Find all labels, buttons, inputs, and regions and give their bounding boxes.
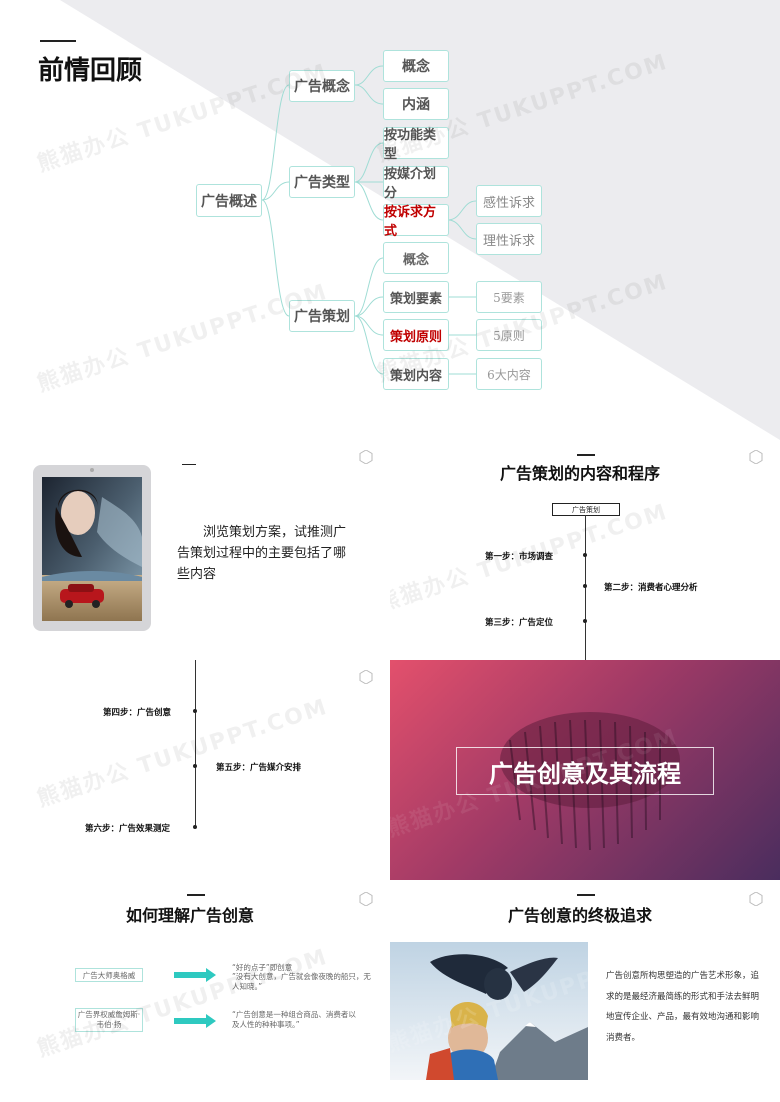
title-accent-bar [577,454,595,456]
node-5-elements[interactable]: 5要素 [476,281,542,313]
title-frame [456,747,714,795]
node-concept[interactable]: 概念 [383,50,449,82]
node-6-contents[interactable]: 6大内容 [476,358,542,390]
step-1: 第一步：市场调查 [485,552,554,562]
node-planning-principles[interactable]: 策划原则 [383,319,449,351]
timeline-dot [193,825,197,829]
node-ad-concept[interactable]: 广告概念 [289,70,355,102]
pursuit-text: 广告创意所构思塑造的广告艺术形象，追求的是最经济最简练的形式和手法去鲜明地宣传企… [606,971,760,1043]
step-2: 第二步：消费者心理分析 [604,583,698,593]
node-by-appeal[interactable]: 按诉求方式 [383,204,449,239]
timeline-line [195,660,196,828]
quote-1a: “好的点子”即创意 [232,963,293,972]
timeline-dot [193,764,197,768]
step-3: 第三步：广告定位 [485,618,554,628]
ad-poster-image [42,477,142,621]
watermark: 熊猫办公 TUKUPPT.COM [34,694,332,813]
timeline-dot [193,709,197,713]
section-title: 广告策划的内容和程序 [500,464,661,483]
arrow-right-icon [174,968,216,982]
slide-planning-procedure: 广告策划的内容和程序 广告策划 第一步：市场调查 第二步：消费者心理分析 第三步… [390,440,780,660]
eagle-photo [390,942,588,1080]
node-by-function[interactable]: 按功能类型 [383,127,449,162]
cover-title: 广告创意及其流程 [489,759,681,788]
title-accent-bar [40,40,76,42]
node-ad-planning[interactable]: 广告策划 [289,300,355,332]
hexagon-icon [359,670,373,684]
step-6: 第六步：广告效果测定 [85,824,171,834]
page-title: 前情回顾 [38,56,143,86]
mindmap-connectors [261,65,477,375]
node-ad-types[interactable]: 广告类型 [289,166,355,198]
slide-planning-steps-cont: 第四步：广告创意 第五步：广告媒介安排 第六步：广告效果测定 熊猫办公 TUKU… [0,660,390,880]
node-root[interactable]: 广告概述 [196,184,262,217]
slide-creative-process-cover: 广告创意及其流程 熊猫办公 TUKUPPT.COM [390,660,780,880]
prompt-text: 浏览策划方案，试推测广告策划过程中的主要包括了哪些内容 [177,525,347,582]
watermark: 熊猫办公 TUKUPPT.COM [390,499,672,618]
quote-author-2: 广告界权威詹姆斯·韦伯·扬 [75,1008,143,1032]
decorative-sphere [500,712,680,851]
slide-understand-creative: 如何理解广告创意 广告大师奥格威 “好的点子”即创意 ”没有大创意，广告就会像夜… [0,880,390,1102]
quote-author-1: 广告大师奥格威 [75,968,143,982]
tablet-frame [33,465,151,631]
section-title: 如何理解广告创意 [126,906,255,925]
node-planning-concept[interactable]: 概念 [383,242,449,274]
title-accent-bar [577,894,595,896]
step-5: 第五步：广告媒介安排 [216,763,302,773]
step-4: 第四步：广告创意 [103,708,172,718]
timeline-dot [583,553,587,557]
arrow-right-icon [174,1014,216,1028]
node-connotation[interactable]: 内涵 [383,88,449,120]
camera-dot [90,468,94,472]
node-rational-appeal[interactable]: 理性诉求 [476,223,542,255]
hexagon-icon [749,892,763,906]
node-emotional-appeal[interactable]: 感性诉求 [476,185,542,217]
title-accent-bar [182,464,196,465]
node-by-media[interactable]: 按媒介划分 [383,166,449,201]
slide-ultimate-pursuit: 广告创意的终极追求 广告创意所构思塑造的广告艺术形象，追求的是最经济最简练的形式… [390,880,780,1102]
title-accent-bar [187,894,205,896]
hexagon-icon [359,892,373,906]
planning-box: 广告策划 [552,503,620,516]
hexagon-icon [749,450,763,464]
quote-1b: ”没有大创意，广告就会像夜晚的船只，无人知晓。” [232,972,371,991]
hexagon-icon [359,450,373,464]
node-planning-contents[interactable]: 策划内容 [383,358,449,390]
timeline-dot [583,584,587,588]
quote-2: “广告创意是一种组合商品、消费者以及人性的种种事项。” [232,1010,356,1029]
timeline-dot [583,619,587,623]
watermark: 熊猫办公 TUKUPPT.COM [34,944,332,1063]
node-5-principles[interactable]: 5原则 [476,319,542,351]
slide-review: 前情回顾 广告概述 广告概念 广告类型 广告策划 概念 内涵 按功能类型 按媒介… [0,0,780,440]
node-planning-elements[interactable]: 策划要素 [383,281,449,313]
section-title: 广告创意的终极追求 [508,906,653,925]
slide-browse-plan: 浏览策划方案，试推测广告策划过程中的主要包括了哪些内容 [0,440,390,660]
